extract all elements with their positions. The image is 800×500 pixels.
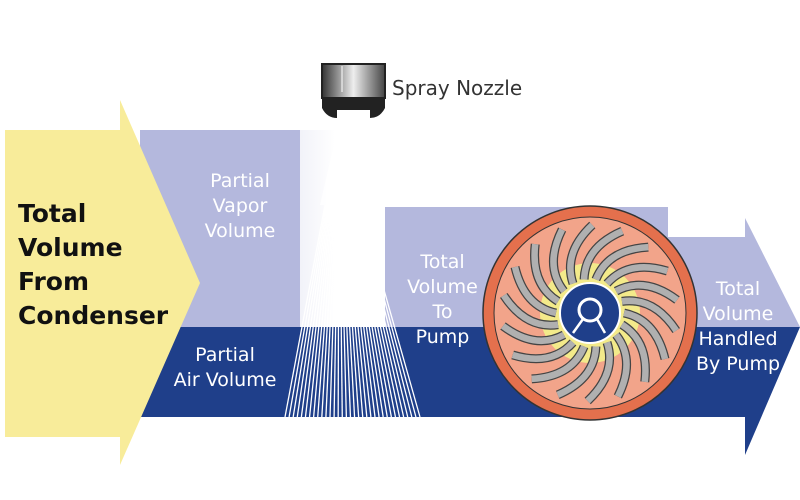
spray-line [356, 204, 409, 418]
spray-line [357, 204, 413, 418]
spray-line [358, 204, 417, 418]
spray-line [325, 204, 337, 418]
impeller-blade [620, 321, 649, 383]
source-line: From [18, 267, 90, 296]
spray-line [349, 204, 384, 418]
impeller-blade [511, 266, 557, 317]
spray-cone [320, 118, 370, 205]
impeller-blade [550, 228, 567, 294]
label-line: Volume [407, 276, 478, 298]
source-line: Total [18, 199, 87, 228]
source-label: Total Volume From Condenser [18, 197, 168, 333]
impeller-blade [567, 222, 595, 285]
label-line: Partial [195, 344, 255, 366]
spray-nozzle-label: Spray Nozzle [392, 76, 523, 100]
spray-line [359, 204, 421, 418]
impeller-blade [621, 297, 679, 333]
spray-line [329, 204, 338, 418]
label-line: Pump [415, 326, 470, 348]
label-line: Vapor [212, 195, 268, 217]
spray-line [355, 204, 405, 418]
label-line: By Pump [695, 353, 781, 375]
label-line: Total [420, 251, 465, 273]
impeller-blade [531, 243, 560, 305]
spray-line [347, 204, 376, 418]
impeller-blade [501, 323, 566, 344]
label-line: Air Volume [173, 369, 277, 391]
spray-line [342, 204, 356, 418]
condenser-arrow [5, 100, 200, 465]
spray-line [296, 204, 329, 418]
label-line: To [432, 301, 453, 323]
spray-line [317, 204, 335, 418]
impeller-blade [531, 345, 588, 383]
spray-line [346, 204, 372, 418]
spray-line [292, 204, 328, 418]
impeller-blade [585, 341, 613, 404]
impeller-blade [511, 340, 576, 362]
spray-line [304, 204, 331, 418]
source-line: Condenser [18, 301, 169, 330]
spray-line [345, 204, 368, 418]
spray-line [308, 204, 333, 418]
spray-line [351, 204, 393, 418]
spray-line [333, 204, 339, 418]
pump-impeller-icon [482, 205, 698, 421]
spray-nozzle-icon [321, 63, 386, 118]
spray-lines [284, 118, 421, 418]
label-line: Total [715, 278, 761, 300]
spray-line [354, 204, 401, 418]
impeller-blade [580, 228, 624, 280]
impeller-blade [623, 309, 669, 360]
spray-line [343, 204, 360, 418]
partial-air-label: Partial Air Volume [160, 343, 290, 393]
spray-line [284, 204, 326, 418]
spray-line [312, 204, 334, 418]
spray-line [337, 204, 340, 418]
spray-line [348, 204, 380, 418]
spray-line [350, 204, 388, 418]
label-line: Volume [702, 303, 774, 325]
label-line: Volume [204, 220, 276, 242]
impeller-blade [604, 264, 669, 286]
spray-line [340, 204, 348, 418]
spray-line [288, 204, 327, 418]
spray-line [344, 204, 364, 418]
spray-line [321, 204, 336, 418]
spray-line [352, 204, 397, 418]
handled-by-pump-label: Total Volume Handled By Pump [693, 277, 783, 377]
impeller-blade [501, 293, 559, 329]
label-line: Handled [698, 328, 778, 350]
impeller-blade [614, 282, 679, 303]
partial-vapor-label: Partial Vapor Volume [200, 169, 280, 244]
spray-line [300, 204, 330, 418]
impeller-blade [556, 346, 600, 398]
spray-line [341, 204, 352, 418]
impeller-blade [592, 243, 649, 281]
label-line: Partial [210, 170, 270, 192]
spray-line [339, 204, 343, 418]
source-line: Volume [18, 233, 123, 262]
to-pump-label: Total Volume To Pump [405, 250, 480, 350]
impeller-blade [613, 332, 630, 398]
